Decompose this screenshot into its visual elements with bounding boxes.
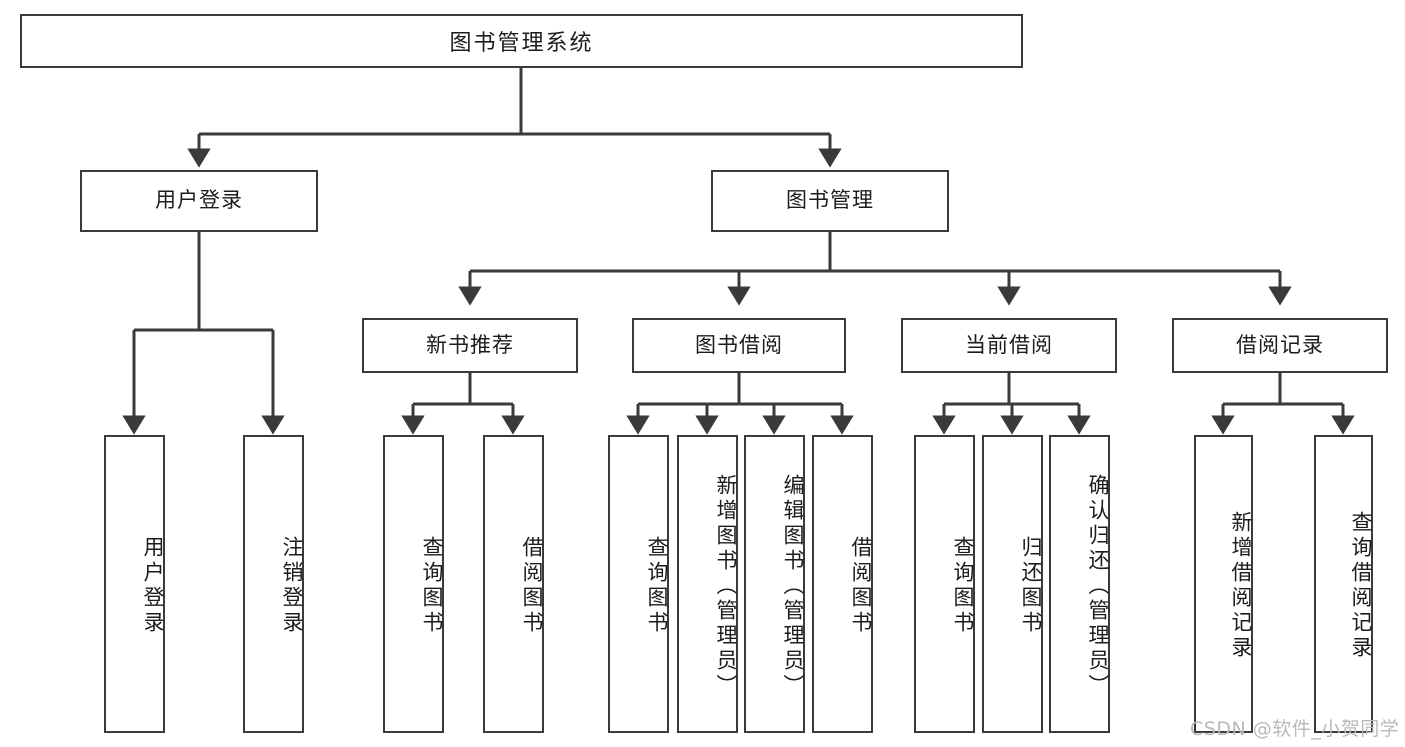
node-label: 查询图书 [951, 536, 975, 636]
node-label: 图书管理 [786, 188, 874, 213]
node-book-borrow[interactable]: 图书借阅 [632, 318, 846, 373]
node-user-login[interactable]: 用户登录 [80, 170, 318, 232]
node-label: 查询图书 [645, 536, 669, 636]
leaf-book-borrow-query[interactable]: 查询图书 [608, 435, 669, 733]
node-borrow-record[interactable]: 借阅记录 [1172, 318, 1388, 373]
leaf-new-book-query[interactable]: 查询图书 [383, 435, 444, 733]
leaf-book-borrow-borrow[interactable]: 借阅图书 [812, 435, 873, 733]
node-current-borrow[interactable]: 当前借阅 [901, 318, 1117, 373]
leaf-current-borrow-return[interactable]: 归还图书 [982, 435, 1043, 733]
leaf-current-borrow-confirm-return[interactable]: 确认归还（管理员） [1049, 435, 1110, 733]
node-label: 借阅图书 [520, 536, 544, 636]
node-label: 归还图书 [1019, 536, 1043, 636]
node-root-system[interactable]: 图书管理系统 [20, 14, 1023, 68]
node-label: 借阅图书 [849, 536, 873, 636]
leaf-borrow-record-add[interactable]: 新增借阅记录 [1194, 435, 1253, 733]
leaf-book-borrow-add[interactable]: 新增图书（管理员） [677, 435, 738, 733]
node-label: 新增借阅记录 [1229, 511, 1253, 661]
node-label: 图书借阅 [695, 332, 783, 357]
leaf-user-login-login[interactable]: 用户登录 [104, 435, 165, 733]
leaf-user-login-logout[interactable]: 注销登录 [243, 435, 304, 733]
leaf-book-borrow-edit[interactable]: 编辑图书（管理员） [744, 435, 805, 733]
node-label: 确认归还（管理员） [1086, 473, 1110, 699]
node-new-book-recommend[interactable]: 新书推荐 [362, 318, 578, 373]
node-label: 查询图书 [420, 536, 444, 636]
node-label: 新增图书（管理员） [714, 473, 738, 699]
node-label: 用户登录 [141, 536, 165, 636]
node-label: 查询借阅记录 [1349, 511, 1373, 661]
node-label: 注销登录 [280, 536, 304, 636]
node-label: 借阅记录 [1236, 332, 1324, 357]
leaf-current-borrow-query[interactable]: 查询图书 [914, 435, 975, 733]
node-book-management[interactable]: 图书管理 [711, 170, 949, 232]
node-label: 当前借阅 [965, 332, 1053, 357]
node-label: 用户登录 [155, 188, 243, 213]
node-label: 新书推荐 [426, 332, 514, 357]
leaf-new-book-borrow[interactable]: 借阅图书 [483, 435, 544, 733]
node-label: 图书管理系统 [449, 31, 594, 56]
node-label: 编辑图书（管理员） [781, 473, 805, 699]
leaf-borrow-record-query[interactable]: 查询借阅记录 [1314, 435, 1373, 733]
